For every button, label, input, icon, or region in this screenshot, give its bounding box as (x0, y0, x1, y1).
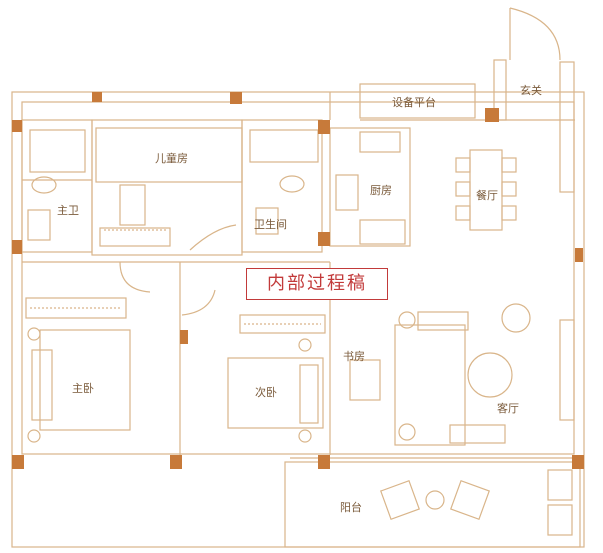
label-xuanguan: 玄关 (520, 84, 542, 97)
entrance-door (509, 7, 561, 61)
equipment-platform (359, 83, 476, 119)
second-bedroom-wardrobe (239, 314, 326, 334)
label-second-bedroom: 次卧 (255, 386, 277, 399)
label-dining: 餐厅 (476, 189, 498, 202)
draft-stamp: 内部过程稿 (246, 268, 388, 300)
label-master-bath: 主卫 (57, 204, 79, 217)
tv-cabinet (559, 319, 575, 421)
sofa (394, 324, 466, 446)
second-bath (241, 119, 323, 253)
label-equipment-platform: 设备平台 (392, 96, 436, 109)
label-kitchen: 厨房 (370, 184, 392, 197)
entry-cabinet (559, 61, 575, 193)
second-bed (227, 357, 324, 429)
label-bathroom: 卫生间 (254, 218, 287, 231)
label-balcony: 阳台 (340, 501, 362, 514)
study-desk (349, 359, 381, 401)
kitchen (329, 127, 411, 247)
armchair (501, 303, 531, 333)
children-room (91, 119, 243, 256)
balcony (284, 461, 581, 548)
label-children-room: 儿童房 (155, 152, 188, 165)
label-master-bedroom: 主卧 (72, 382, 94, 395)
coffee-table (467, 352, 513, 398)
outer-wall-inner (21, 101, 575, 455)
label-living-room: 客厅 (497, 402, 519, 415)
outer-wall (11, 91, 585, 548)
label-study: 书房 (343, 350, 365, 363)
master-bedroom-wardrobe (25, 297, 127, 319)
master-bed (39, 329, 131, 431)
